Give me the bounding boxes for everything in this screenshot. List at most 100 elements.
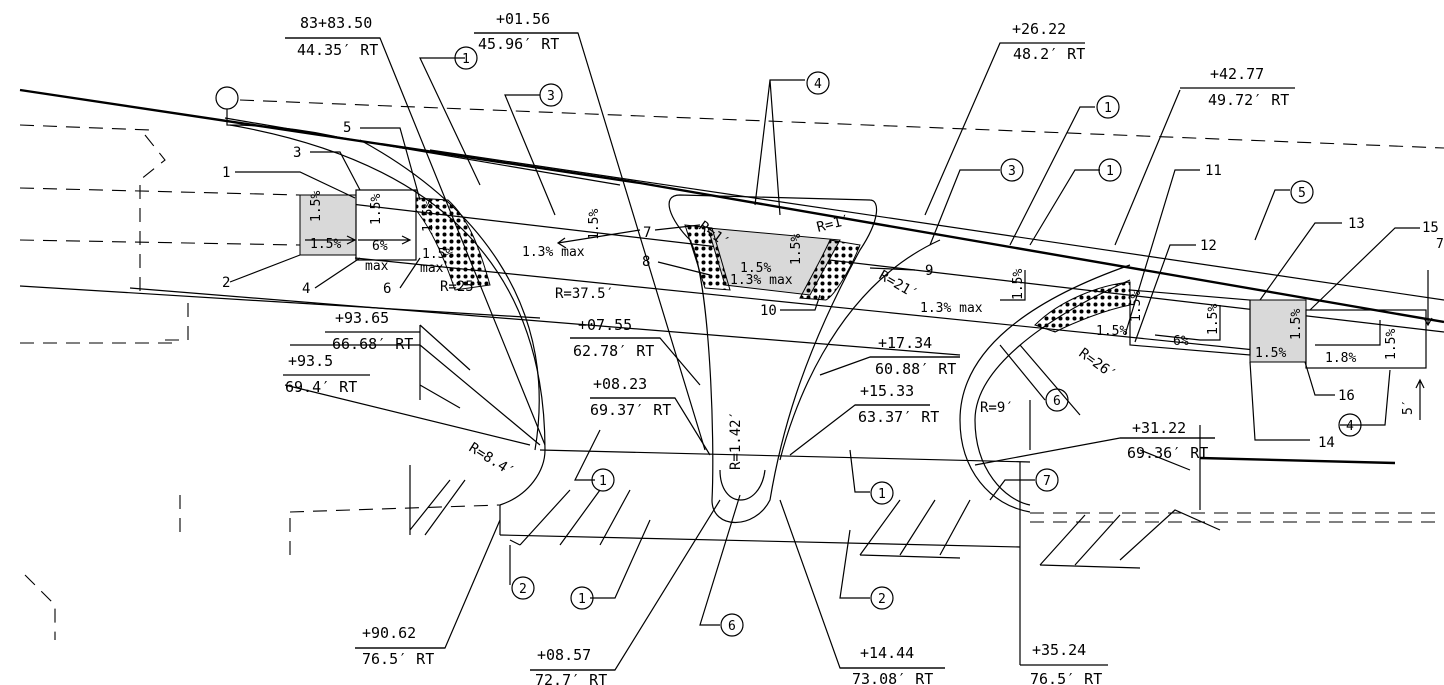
radius-label: R=9′ [980,400,1014,416]
hatch [1039,509,1221,569]
note-number: 13 [1348,216,1365,232]
note-number: 1 [222,165,230,181]
note-number: 7 [643,225,651,241]
slope-label: 1.5% [309,191,324,222]
svg-text:1: 1 [462,52,470,67]
leader [657,261,711,276]
slope-label: 1.5% [587,209,602,240]
svg-text:62.78′ RT: 62.78′ RT [573,342,654,360]
leader [310,151,361,191]
slope-labels: 1.5% 1.5% 1.5% 1.5% 6% 1.5% 1.5% 1.3% ma… [309,191,1399,366]
slope-label: 6% [372,239,388,254]
slope-arrow [1315,320,1381,346]
svg-text:76.5′ RT: 76.5′ RT [1030,670,1102,685]
leader [530,499,721,671]
circled-note: 4 [806,71,830,95]
warning-island-right [799,239,861,301]
radius-label: R=8.4′ [466,440,517,480]
note-number: 5 [343,120,351,136]
svg-text:45.96′ RT: 45.96′ RT [478,35,559,53]
island-nose-inner [719,469,766,501]
circled-note: 1 [591,468,615,492]
slope-arrow [358,235,412,245]
leader [1029,169,1100,246]
svg-text:+07.55: +07.55 [578,316,632,334]
detectable-warnings [415,197,1131,333]
svg-text:4: 4 [814,77,822,92]
slope-arrow [556,229,641,249]
circled-note: 1 [870,481,894,505]
dimension-line [1415,378,1425,420]
circled-note: 6 [1045,388,1069,412]
svg-text:2: 2 [878,592,886,607]
svg-text:6: 6 [728,619,736,634]
slope-label: 1.5% [369,194,384,225]
circled-note: 3 [539,83,563,107]
svg-text:3: 3 [1008,164,1016,179]
leader [780,294,821,311]
leader [929,169,1000,246]
control-point-circle [215,86,239,110]
dimension-labels: 5′ 7 [1401,237,1444,420]
svg-text:49.72′ RT: 49.72′ RT [1208,91,1289,109]
radius-label: R=25′ [440,279,482,295]
svg-text:73.08′ RT: 73.08′ RT [852,670,933,685]
slope-label: 1.3% max [920,301,983,316]
svg-text:+08.23: +08.23 [593,375,647,393]
roadway-linework [19,86,1444,640]
leader [360,127,421,201]
slope-label: 1.3% max [730,273,793,288]
hatch [499,344,1081,547]
station-callout: +42.77 49.72′ RT [1180,65,1295,109]
slope-arrow [1000,270,1026,301]
slope-label: 1.5% [740,261,771,276]
leader [590,519,651,599]
landing-right [1249,299,1307,363]
leader [989,479,1035,501]
svg-text:+26.22: +26.22 [1012,20,1066,38]
leader [229,254,301,283]
existing-dashed-2 [19,187,301,196]
svg-text:+14.44: +14.44 [860,644,914,662]
left-curb-return-inner [359,139,540,451]
circled-note: 6 [720,613,744,637]
svg-text:69.4′ RT: 69.4′ RT [285,378,357,396]
circled-notes: 1 3 1 4 3 1 1 5 6 4 7 1 1 2 6 2 7 1 [454,46,1362,637]
leader [314,257,361,289]
leader [1124,169,1200,336]
slope-label: 1.8% [1325,351,1356,366]
existing-dashed-9 [289,504,501,513]
hatch [409,465,466,536]
dimension-line [1423,270,1433,327]
leader [1114,89,1181,246]
radius-label: R=37.5′ [555,286,614,302]
note-number: 9 [925,263,933,279]
leader [924,42,1003,216]
svg-text:63.37′ RT: 63.37′ RT [858,408,939,426]
note-number: 16 [1338,388,1355,404]
slope-label: 1.5% [1096,324,1127,339]
svg-text:+42.77: +42.77 [1210,65,1264,83]
slope-label: 1.3% max [522,245,585,260]
leader [235,171,356,199]
leader [1009,106,1095,246]
leader [779,499,945,669]
note-number: 14 [1318,435,1335,451]
circled-note: 1 [1098,158,1122,182]
slope-arrow [305,235,357,245]
leader [654,224,701,231]
circled-note: 7 [1035,468,1059,492]
circled-note: 1 [570,586,594,610]
slope-label: 1.5% [1206,304,1221,335]
existing-dashed-6 [165,300,189,341]
leader [1340,369,1391,426]
note-number: 10 [760,303,777,319]
leader [419,57,481,186]
max-label: max [365,259,389,274]
